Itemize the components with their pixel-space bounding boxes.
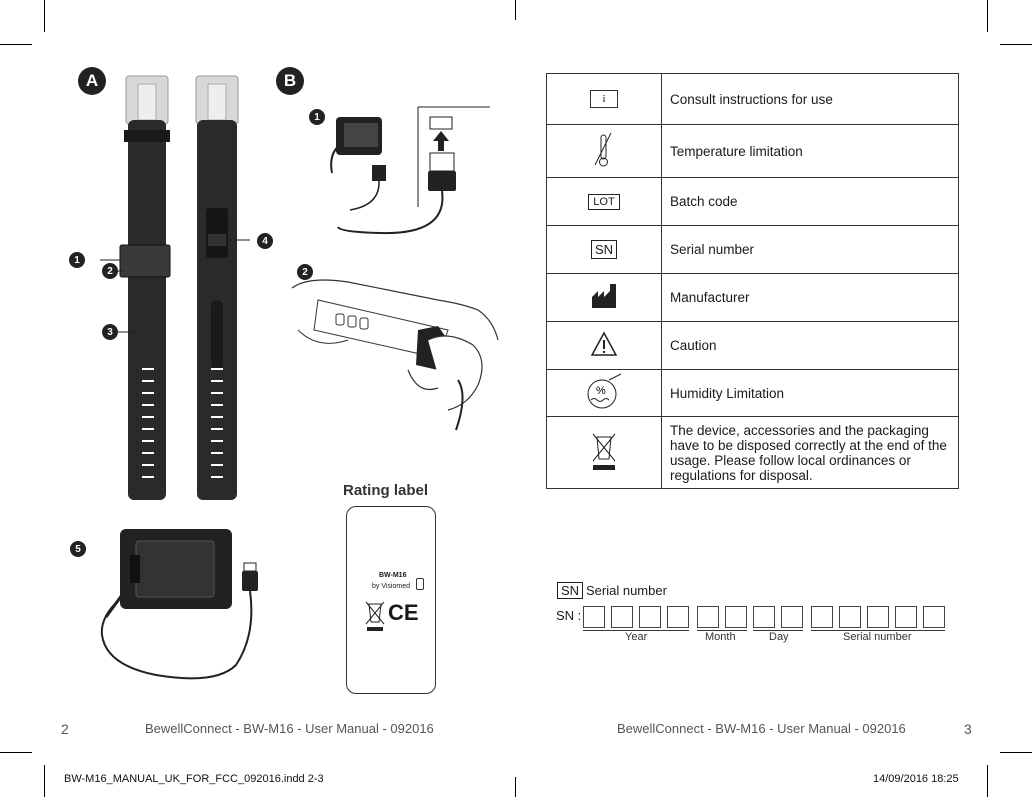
- crop-mark: [44, 765, 45, 797]
- figure-label-a: A: [78, 67, 106, 95]
- caption-rule: [753, 630, 803, 631]
- serial-digit-box: [725, 606, 747, 628]
- callout-3: 3: [102, 324, 118, 340]
- crop-mark: [987, 0, 988, 32]
- serial-digit-box: [781, 606, 803, 628]
- serial-digit-box: [639, 606, 661, 628]
- page-number-right: 3: [964, 721, 972, 737]
- table-row: % Humidity Limitation: [546, 369, 959, 417]
- serial-digit-box: [839, 606, 861, 628]
- sn-icon: SN: [590, 240, 618, 259]
- thermometer-icon: [594, 132, 612, 166]
- serial-heading: Serial number: [586, 583, 667, 598]
- figure-label-b: B: [276, 67, 304, 95]
- serial-digit-box: [867, 606, 889, 628]
- symbol-label: Temperature limitation: [661, 124, 959, 178]
- bluetooth-icon: [416, 578, 424, 590]
- rating-label-card: [346, 506, 436, 694]
- crop-mark: [44, 0, 45, 32]
- caption-rule: [811, 630, 945, 631]
- crop-mark: [0, 44, 32, 45]
- symbol-label: Serial number: [661, 225, 959, 274]
- serial-digit-box: [923, 606, 945, 628]
- weee-bin-icon: [592, 433, 616, 470]
- table-row: LOT Batch code: [546, 177, 959, 226]
- symbol-label: Humidity Limitation: [661, 369, 959, 417]
- slug-date: 14/09/2016 18:25: [873, 773, 959, 785]
- symbol-label: Batch code: [661, 177, 959, 226]
- serial-digit-box: [697, 606, 719, 628]
- caption-month: Month: [705, 631, 736, 643]
- footer-left: BewellConnect - BW-M16 - User Manual - 0…: [145, 721, 434, 736]
- svg-text:%: %: [596, 385, 606, 397]
- slug-filename: BW-M16_MANUAL_UK_FOR_FCC_092016.indd 2-3: [64, 773, 324, 785]
- serial-digit-box: [811, 606, 833, 628]
- callout-4: 4: [257, 233, 273, 249]
- symbols-table: i Consult instructions for use Temperatu…: [546, 73, 959, 489]
- callout-5: 5: [70, 541, 86, 557]
- wristband-illustration: [100, 75, 250, 500]
- lot-icon: LOT: [588, 194, 620, 210]
- sn-badge: SN: [557, 582, 584, 599]
- humidity-icon: %: [587, 373, 622, 408]
- symbol-label: Manufacturer: [661, 273, 959, 322]
- caption-serial: Serial number: [843, 631, 912, 643]
- caption-rule: [583, 630, 689, 631]
- serial-digit-box: [753, 606, 775, 628]
- table-row: SN Serial number: [546, 225, 959, 274]
- rating-label-title: Rating label: [343, 482, 429, 499]
- crop-mark: [987, 765, 988, 797]
- serial-prefix: SN :: [556, 608, 582, 623]
- caption-day: Day: [769, 631, 789, 643]
- rating-model: BW-M16: [379, 572, 407, 579]
- symbol-label: Caution: [661, 321, 959, 370]
- charger-clip-illustration: [100, 529, 258, 680]
- caption-year: Year: [625, 631, 648, 643]
- rating-brand: by Visiomed: [372, 583, 411, 590]
- table-row: Temperature limitation: [546, 124, 959, 178]
- callout-1-b: 1: [309, 109, 325, 125]
- factory-icon: [592, 284, 616, 308]
- crop-mark: [0, 752, 32, 753]
- callout-1: 1: [69, 252, 85, 268]
- crop-mark: [515, 777, 516, 797]
- symbol-label: The device, accessories and the packagin…: [661, 416, 959, 489]
- crop-mark: [1000, 752, 1032, 753]
- footer-right: BewellConnect - BW-M16 - User Manual - 0…: [617, 721, 906, 736]
- table-row: i Consult instructions for use: [546, 73, 959, 125]
- ce-mark-icon: CE: [388, 600, 419, 625]
- caution-icon: [590, 331, 618, 356]
- callout-2-b: 2: [297, 264, 313, 280]
- crop-mark: [515, 0, 516, 20]
- serial-digit-box: [895, 606, 917, 628]
- crop-mark: [1000, 44, 1032, 45]
- table-row: Caution: [546, 321, 959, 370]
- instructions-icon: i: [590, 90, 618, 108]
- table-row: The device, accessories and the packagin…: [546, 416, 959, 489]
- caption-rule: [697, 630, 747, 631]
- serial-digit-box: [667, 606, 689, 628]
- serial-digit-box: [611, 606, 633, 628]
- hand-inserting-illustration: [291, 279, 499, 431]
- page-number-left: 2: [61, 721, 69, 737]
- charger-usb-illustration: [330, 106, 490, 235]
- symbol-label: Consult instructions for use: [661, 73, 959, 125]
- callout-2: 2: [102, 263, 118, 279]
- table-row: Manufacturer: [546, 273, 959, 322]
- serial-digit-box: [583, 606, 605, 628]
- weee-bin-icon: [365, 601, 385, 631]
